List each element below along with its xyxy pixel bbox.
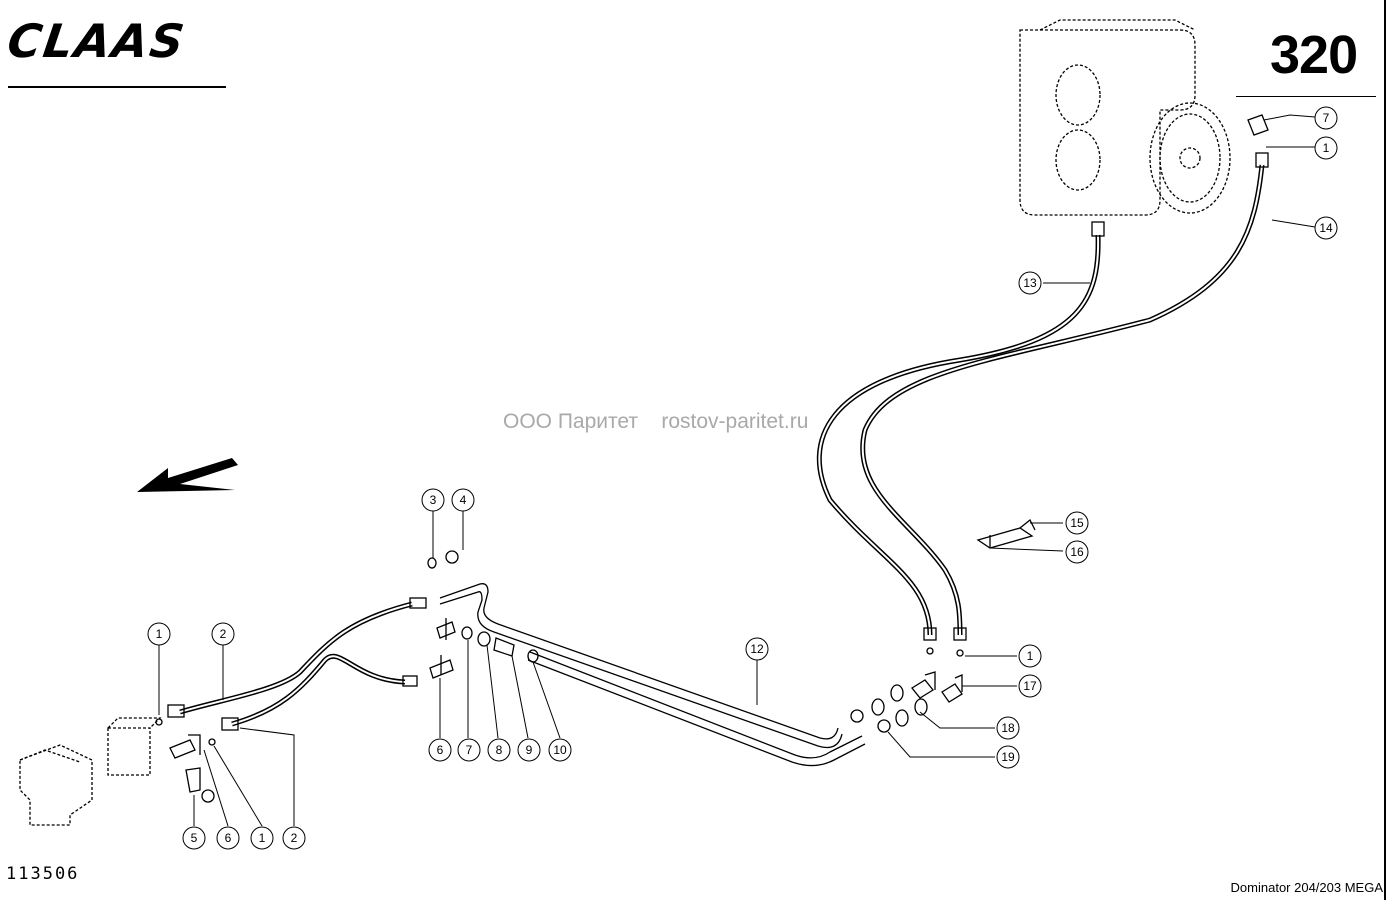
callout-3: 3 [421, 488, 445, 512]
lower-fittings [155, 718, 216, 803]
svg-text:18: 18 [1001, 721, 1015, 735]
page-number-rule [1236, 96, 1376, 97]
clamp-bracket [976, 518, 1036, 549]
pump-unit [19, 744, 93, 826]
svg-text:1: 1 [1323, 141, 1330, 155]
svg-text:2: 2 [291, 831, 298, 845]
svg-text:12: 12 [750, 642, 764, 656]
svg-text:4: 4 [460, 493, 467, 507]
frame-border [1384, 0, 1386, 900]
svg-text:13: 13 [1023, 276, 1037, 290]
valve-block [107, 717, 162, 776]
svg-text:2: 2 [220, 627, 227, 641]
callout-13: 13 [1018, 271, 1042, 295]
hydraulic-motor [1019, 19, 1231, 216]
mid-fittings [427, 550, 515, 679]
rigid-pipe-12 [439, 583, 843, 749]
callout-1-bottom: 1 [250, 826, 274, 850]
callout-18: 18 [996, 716, 1020, 740]
svg-text:17: 17 [1023, 679, 1037, 693]
svg-text:1: 1 [156, 627, 163, 641]
svg-text:8: 8 [496, 743, 503, 757]
callout-14: 14 [1314, 216, 1338, 240]
svg-text:15: 15 [1070, 516, 1084, 530]
callout-2-left: 2 [211, 622, 235, 646]
svg-text:19: 19 [1001, 750, 1015, 764]
svg-text:5: 5 [191, 831, 198, 845]
callout-19: 19 [996, 745, 1020, 769]
model-caption: Dominator 204/203 MEGA [1230, 880, 1383, 895]
svg-text:7: 7 [1323, 111, 1330, 125]
callout-1-left: 1 [147, 622, 171, 646]
brand-underline [8, 86, 226, 88]
rigid-pipe-10 [527, 649, 866, 767]
svg-text:1: 1 [1027, 649, 1034, 663]
svg-text:3: 3 [430, 493, 437, 507]
svg-text:14: 14 [1319, 221, 1333, 235]
watermark: OOO Паритет rostov-paritet.ru [503, 410, 809, 433]
callout-4: 4 [451, 488, 475, 512]
svg-text:10: 10 [553, 743, 567, 757]
callout-7-mid: 7 [457, 738, 481, 762]
callout-6-bottom: 6 [216, 826, 240, 850]
callout-10: 10 [548, 738, 572, 762]
hose-2-upper [167, 597, 427, 718]
callout-17: 17 [1018, 674, 1042, 698]
callout-1-top: 1 [1314, 136, 1338, 160]
callout-12: 12 [745, 637, 769, 661]
callout-8: 8 [487, 738, 511, 762]
callout-2-bottom: 2 [282, 826, 306, 850]
svg-text:6: 6 [437, 743, 444, 757]
callout-9: 9 [517, 738, 541, 762]
svg-text:6: 6 [225, 831, 232, 845]
callout-1-right: 1 [1018, 644, 1042, 668]
hose-2-lower [221, 653, 418, 731]
callout-7-top: 7 [1314, 106, 1338, 130]
hose-13 [816, 221, 1105, 641]
leader-lines [158, 114, 1316, 827]
page-number: 320 [1270, 25, 1358, 85]
svg-text:1: 1 [259, 831, 266, 845]
drawing-number: 113506 [6, 864, 80, 884]
right-fittings [850, 647, 964, 733]
callout-5: 5 [182, 826, 206, 850]
direction-arrow [137, 458, 238, 492]
hose-14 [860, 114, 1269, 641]
callout-6-mid: 6 [428, 738, 452, 762]
svg-text:7: 7 [466, 743, 473, 757]
callouts: 7 1 14 13 3 4 15 16 1 2 12 1 17 18 19 6 … [147, 106, 1338, 850]
svg-text:16: 16 [1070, 545, 1084, 559]
callout-15: 15 [1065, 511, 1089, 535]
svg-text:9: 9 [526, 743, 533, 757]
callout-16: 16 [1065, 540, 1089, 564]
